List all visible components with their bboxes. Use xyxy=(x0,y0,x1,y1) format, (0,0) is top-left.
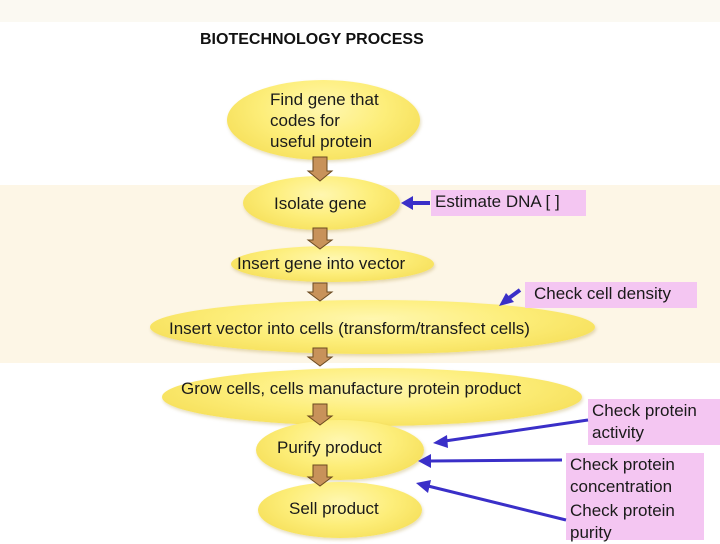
check-purity-line2: purity xyxy=(570,523,612,542)
down-arrow xyxy=(306,464,334,487)
step-purify-label: Purify product xyxy=(277,438,382,457)
check-dna-box: Estimate DNA [ ] xyxy=(431,190,586,216)
step-find-gene-line3: useful protein xyxy=(270,132,373,151)
check-activity-line2: activity xyxy=(592,423,644,442)
down-arrow xyxy=(306,227,334,250)
check-activity-line1: Check protein xyxy=(592,401,697,420)
step-sell-label: Sell product xyxy=(289,499,379,518)
step-grow-cells-node xyxy=(162,368,582,426)
step-purify-node xyxy=(256,420,424,480)
down-arrow xyxy=(306,282,334,302)
step-isolate-gene-label: Isolate gene xyxy=(274,194,367,213)
step-find-gene-line1: Find gene that xyxy=(270,90,379,109)
down-arrow xyxy=(306,403,334,426)
step-isolate-gene-node xyxy=(243,176,400,230)
step-find-gene-node xyxy=(227,80,420,160)
check-purity-line1: Check protein xyxy=(570,501,675,520)
down-arrow xyxy=(306,347,334,367)
check-concentration-line1: Check protein xyxy=(570,455,675,474)
check-concentration-line2: concentration xyxy=(570,477,673,496)
step-insert-vector-label: Insert vector into cells (transform/tran… xyxy=(169,319,530,338)
down-arrow xyxy=(306,156,334,182)
pointer-arrow-activity xyxy=(444,418,589,443)
step-insert-gene-label: Insert gene into vector xyxy=(237,254,406,273)
step-grow-cells-label: Grow cells, cells manufacture protein pr… xyxy=(181,379,522,398)
step-insert-gene-node xyxy=(231,246,434,282)
check-density-box: Check cell density xyxy=(525,282,697,308)
step-find-gene-line2: codes for xyxy=(270,111,340,130)
background-band xyxy=(0,0,720,22)
check-activity-box: Check protein activity xyxy=(588,399,720,445)
pointer-arrow-purity xyxy=(427,484,567,522)
check-purity-box: Check protein purity xyxy=(566,499,704,542)
step-insert-vector-node xyxy=(150,300,595,354)
step-sell-node xyxy=(258,482,422,538)
page-title: BIOTECHNOLOGY PROCESS xyxy=(200,31,424,48)
pointer-arrow-concentration xyxy=(429,458,563,463)
check-concentration-box: Check protein concentration xyxy=(566,453,704,499)
